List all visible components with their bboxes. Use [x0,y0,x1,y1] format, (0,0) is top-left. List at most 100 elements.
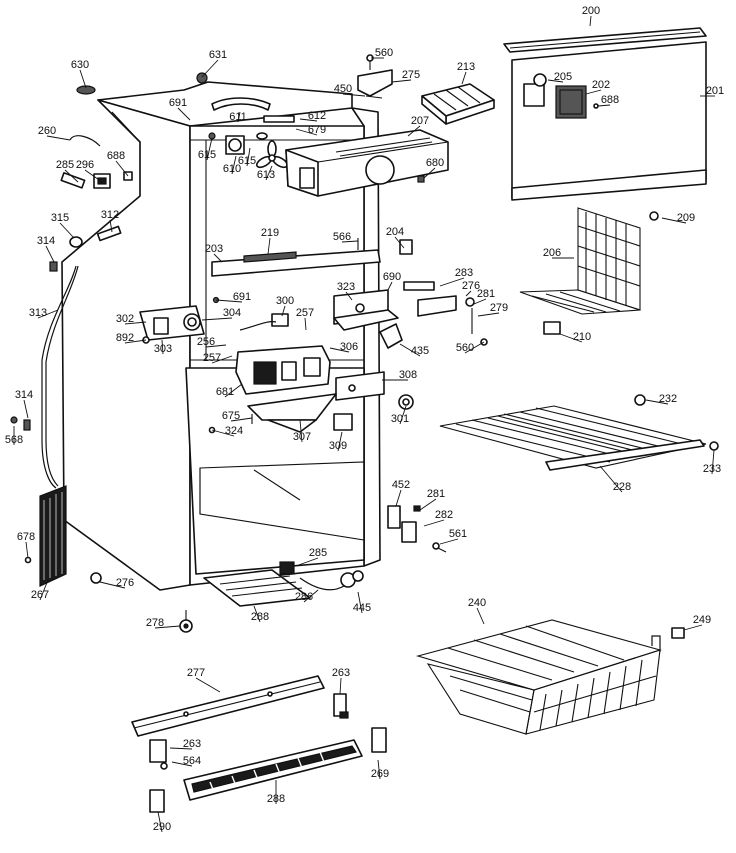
callout-c281b: 281 [427,488,445,500]
leader-line-c277 [195,677,221,693]
callout-c296: 296 [76,159,94,171]
leader-line-c688a [597,104,611,107]
callout-c450: 450 [334,83,352,95]
callout-c285b: 285 [309,547,327,559]
leader-line-c445 [357,591,363,614]
callout-c267: 267 [31,589,49,601]
leader-line-c263b [169,747,193,750]
leader-line-c691a [177,107,191,121]
leader-line-c681 [224,383,243,398]
callout-c263a: 263 [332,667,350,679]
leader-line-c324 [211,429,235,437]
leader-line-c286 [303,589,319,603]
leader-line-c307 [299,419,303,443]
callout-c249: 249 [693,614,711,626]
callout-c204: 204 [386,226,404,238]
callout-c306: 306 [340,341,358,353]
leader-line-c281a [473,298,487,305]
leader-line-c240 [476,607,485,625]
leader-line-c275 [391,79,412,83]
callout-c688a: 688 [601,94,619,106]
callout-c288a: 288 [251,611,269,623]
leader-line-c276b [99,581,126,589]
leader-line-c290 [157,811,163,833]
callout-c691a: 691 [169,97,187,109]
leader-line-c688b [115,160,129,177]
callout-c324: 324 [225,425,243,437]
leader-line-c615a [206,137,213,161]
leader-line-c257a [304,317,307,331]
leader-line-c309 [337,431,343,452]
top-hinge [357,54,393,99]
callout-c630: 630 [71,59,89,71]
callout-c276: 276 [462,280,480,292]
callout-c631: 631 [209,49,227,61]
leader-line-c312 [109,219,113,233]
leader-line-c611 [237,111,241,123]
callout-c290: 290 [153,821,171,833]
callout-c200: 200 [582,5,600,17]
leader-line-c613 [265,165,273,181]
leader-line-c210 [559,333,583,343]
leader-line-c301 [399,405,407,425]
callout-c681: 681 [216,386,234,398]
leader-line-c278 [154,625,181,629]
callout-c240: 240 [468,597,486,609]
mounting-bracket [333,281,488,349]
callout-c219: 219 [261,227,279,239]
leader-line-c282 [423,519,445,527]
callout-c276b: 276 [116,577,134,589]
leader-line-c263a [339,677,342,695]
leader-line-c203 [213,253,223,263]
wire-shelf-228 [439,394,719,471]
control-housing [139,296,289,344]
callout-c445: 445 [353,602,371,614]
callout-c206: 206 [543,247,561,259]
callout-c308: 308 [399,369,417,381]
leader-line-c452 [395,489,402,507]
leader-line-c564 [171,761,193,767]
leader-line-c560b [464,341,485,354]
callout-c205: 205 [554,71,572,83]
ice-tray [421,83,495,125]
evaporator-cover [285,129,449,197]
callout-c615b: 615 [238,155,256,167]
leader-line-c257b [211,355,233,364]
leader-line-c314b [23,399,29,419]
callout-c315: 315 [51,212,69,224]
callout-c561: 561 [449,528,467,540]
leader-line-c630 [79,69,87,89]
leader-line-c285a [64,169,79,183]
callout-c277: 277 [187,667,205,679]
leader-line-c566a [341,240,359,243]
callout-c203: 203 [205,243,223,255]
callout-c301: 301 [391,413,409,425]
leader-line-c296 [84,169,103,183]
leader-line-c288a [253,605,261,623]
leader-line-c204 [394,236,405,249]
callout-c560a: 560 [375,47,393,59]
lamp-shield [208,393,353,434]
callout-c228: 228 [613,481,631,493]
leader-line-c303 [161,339,164,355]
callout-c201: 201 [706,85,724,97]
callout-c892: 892 [116,332,134,344]
callout-c256: 256 [197,336,215,348]
leader-line-c315 [59,222,75,239]
callout-c303: 303 [154,343,172,355]
leader-line-c233 [711,449,715,475]
leader-line-c285b [295,557,319,567]
leader-line-c313 [37,309,59,319]
leader-line-c892 [124,339,147,344]
leader-line-c675 [230,417,253,422]
leader-line-c276 [465,290,472,297]
leader-line-c283 [439,277,465,287]
leader-line-c561 [439,538,459,545]
callout-c680: 680 [426,157,444,169]
thermostat-box [235,345,414,410]
callout-c232: 232 [659,393,677,405]
callout-c210: 210 [573,331,591,343]
leader-line-c205 [547,79,564,83]
leader-line-c200 [589,15,592,27]
